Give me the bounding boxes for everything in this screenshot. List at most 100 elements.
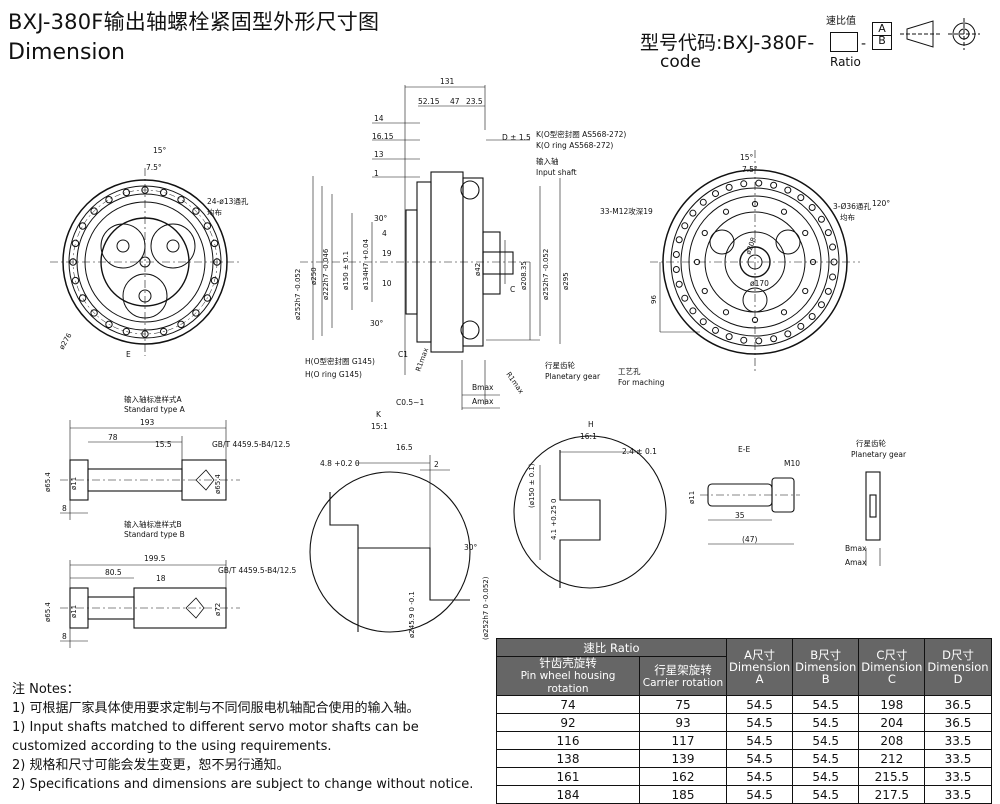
dim-8b: 8 — [62, 632, 67, 641]
dim-14: 14 — [374, 114, 384, 123]
bolt-hole — [802, 229, 809, 237]
bolt-hole — [740, 336, 748, 344]
bolt-hole — [105, 195, 113, 204]
bolt-hole — [829, 243, 837, 251]
detail-k-view — [309, 455, 471, 633]
table-cell: 54.5 — [725, 749, 794, 768]
dim-16-5: 16.5 — [396, 443, 413, 452]
dim-c: C — [510, 285, 515, 294]
dim-35: 35 — [735, 511, 745, 520]
label-scale-k: 15:1 — [371, 422, 388, 431]
label-holes-36: 3-Ø36通孔 — [833, 201, 871, 211]
col-a-cn: A尺寸 — [744, 648, 775, 662]
note-1-cn: 1) 可根据厂家具体使用要求定制与不同伺服电机轴配合使用的输入轴。 — [12, 701, 420, 716]
bolt-hole — [210, 276, 219, 285]
col-c-letter: C — [887, 672, 896, 686]
bolt-hole-ring-left — [69, 186, 221, 338]
bolt-hole — [824, 229, 832, 237]
dim-208: ø208.35 — [520, 261, 528, 290]
label-amax-center: Amax — [472, 397, 494, 406]
dim-e: E — [126, 350, 131, 359]
dim-134: ø134H7 +0.04 — [362, 238, 370, 290]
dim-96: 96 — [650, 295, 658, 304]
input-shaft-type-a — [60, 420, 240, 520]
bolt-hole — [802, 287, 809, 295]
col-b-en: Dimension — [795, 660, 857, 674]
bolt-hole — [699, 318, 707, 326]
label-machining-cn: 工艺孔 — [618, 367, 641, 376]
table-cell: 54.5 — [725, 695, 794, 714]
dim-52-15: 52.15 — [418, 97, 440, 106]
bolt-hole — [797, 322, 805, 330]
table-cell: 54.5 — [725, 731, 794, 750]
bolt-hole — [712, 190, 719, 198]
dim-r1b: R1max — [504, 371, 525, 396]
bolt-hole — [71, 276, 80, 285]
bolt-hole — [675, 280, 683, 288]
col-d-cn: D尺寸 — [942, 648, 974, 662]
label-planetary-cn: 行星齿轮 — [545, 360, 575, 370]
dim-222: ø222h7 -0.046 — [322, 248, 330, 300]
input-shaft-type-b — [60, 560, 240, 648]
col-carrier-en: Carrier rotation — [642, 676, 724, 689]
table-cell: 54.5 — [792, 731, 860, 750]
note-2-cn: 2) 规格和尺寸可能会发生变更，恕不另行通知。 — [12, 758, 290, 773]
col-a-letter: A — [755, 672, 764, 686]
dim-65-4b: ø65.4 — [214, 474, 222, 494]
bolt-hole — [159, 188, 168, 197]
ab-symbol-b: B — [878, 34, 886, 47]
dim-78: 78 — [108, 433, 118, 442]
dim-276: ø276 — [58, 331, 74, 351]
note-1-en-b: customized according to the using requir… — [12, 739, 332, 754]
bolt-hole — [177, 320, 185, 329]
dim-131: 131 — [440, 77, 455, 86]
label-planetary-gear-cn: 行星齿轮 — [856, 438, 886, 448]
bolt-hole — [830, 258, 838, 266]
bolt-hole — [78, 294, 87, 302]
bolt-hole — [177, 195, 185, 204]
col-carrier-cn: 行星架旋转 — [654, 662, 712, 677]
bolt-hole — [210, 239, 219, 248]
bolt-hole — [699, 198, 707, 206]
dim-42: ø42 — [474, 263, 482, 276]
bolt-hole — [712, 326, 719, 334]
dim-2: 2 — [434, 460, 439, 469]
table-cell: 54.5 — [725, 767, 794, 786]
label-o-ring-k-en: K(O ring AS568-272) — [536, 141, 613, 150]
bolt-hole — [817, 301, 825, 309]
table-cell: 139 — [639, 749, 727, 768]
table-ratio-header: 速比 Ratio — [496, 638, 727, 657]
dim-c1: C1 — [398, 350, 408, 359]
label-spline-a: GB/T 4459.5-B4/12.5 — [212, 440, 291, 449]
dim-8a: 8 — [62, 504, 67, 513]
table-cell: 198 — [858, 695, 926, 714]
bolt-hole — [203, 222, 212, 230]
label-std-a-en: Standard type A — [124, 405, 186, 414]
dim-15a: 15° — [153, 146, 167, 155]
bolt-hole — [740, 180, 748, 188]
ab-divider — [873, 35, 891, 36]
dim-47: 47 — [450, 97, 460, 106]
dim-30a: 30° — [374, 214, 388, 223]
dim-4-1: 4.1 +0.25 0 — [550, 499, 558, 541]
label-bmax-right: Bmax — [845, 544, 867, 553]
ab-symbol: A B — [872, 22, 892, 50]
col-b-cn: B尺寸 — [810, 648, 842, 662]
dim-7-5b: 7.5° — [742, 165, 758, 174]
dim-1: 1 — [374, 169, 379, 178]
table-cell: 54.5 — [792, 749, 860, 768]
dim-252b: ø252h7 -0.052 — [542, 249, 550, 300]
label-spline-b: GB/T 4459.5-B4/12.5 — [218, 566, 297, 575]
table-cell: 93 — [639, 713, 727, 732]
bolt-hole — [770, 181, 778, 189]
label-std-a-cn: 输入轴标准样式A — [124, 394, 182, 404]
table-cell: 117 — [639, 731, 727, 750]
table-cell: 33.5 — [924, 749, 992, 768]
table-cell: 54.5 — [792, 767, 860, 786]
dim-10: 10 — [382, 279, 392, 288]
dim-r1: R1max — [414, 347, 430, 373]
bolt-hole — [751, 200, 759, 208]
